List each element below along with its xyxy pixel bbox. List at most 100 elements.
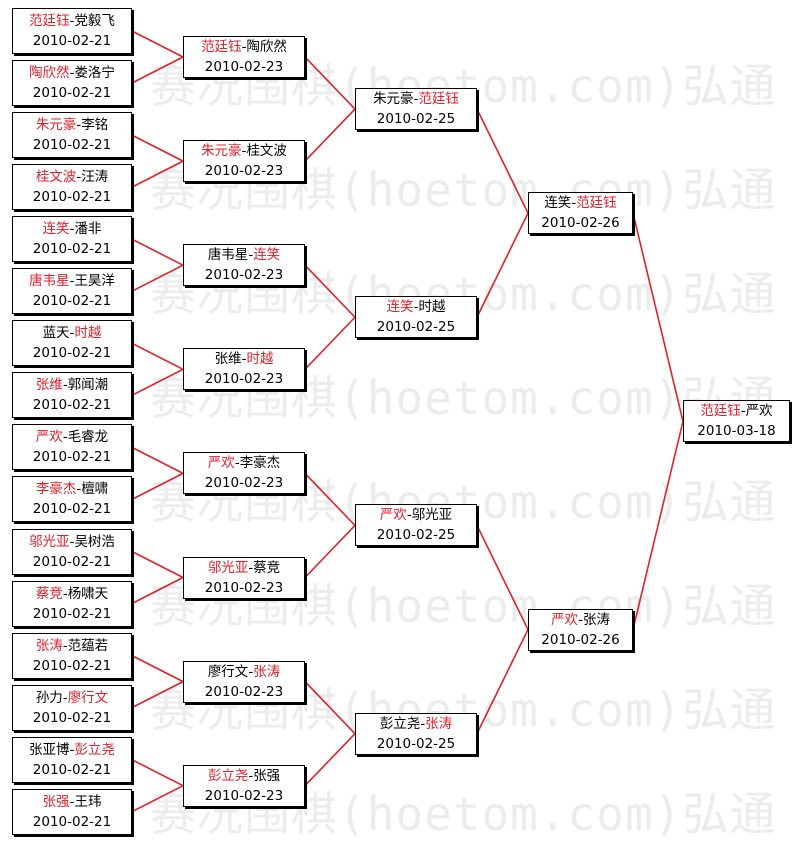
player-name: 汪涛 [81,169,109,186]
match-date: 2010-02-23 [204,59,284,75]
player-name-winner: 桂文波 [35,169,77,186]
player-name-winner: 严欢 [551,611,579,628]
match-players: 严欢-李豪杰 [208,453,280,473]
bracket-connector-line [304,56,356,110]
player-name: 张维 [214,351,242,368]
player-separator: - [62,585,68,602]
round-2-match: 朱元豪-桂文波 2010-02-23 [183,140,305,183]
player-name: 蔡竞 [253,559,281,576]
player-name-winner: 朱元豪 [201,143,242,160]
match-players: 连笑-范廷钰 [544,193,616,213]
player-separator: - [241,143,247,160]
match-date: 2010-02-23 [204,475,284,492]
player-separator: - [69,65,75,81]
player-separator: - [571,195,577,212]
player-name: 张强 [253,767,281,784]
match-players: 严欢-张涛 [551,610,610,630]
player-name: 张涛 [582,611,610,628]
bracket-connector-line [476,525,529,630]
match-date: 2010-02-21 [32,813,112,830]
player-separator: - [406,507,412,524]
match-players: 朱元豪-桂文波 [201,141,287,161]
player-separator: - [241,351,247,368]
player-separator: - [76,117,82,134]
player-name: 李豪杰 [239,455,281,472]
player-separator: - [62,637,68,654]
player-name-winner: 陶欣然 [29,65,70,81]
bracket-connector-line [131,342,184,371]
player-name: 王昊洋 [74,273,115,290]
player-name: 彭立尧 [379,715,421,732]
player-name: 唐韦星 [207,247,249,264]
match-players: 邬光亚-蔡竞 [208,558,280,578]
player-name-winner: 张强 [42,793,70,810]
player-name: 娄洛宁 [74,65,115,81]
bracket-connector-line [476,212,529,318]
player-name: 邬光亚 [411,507,453,524]
player-separator: - [413,91,419,108]
match-players: 张亚博-彭立尧 [29,740,115,760]
match-players: 张涛-范蕴若 [36,636,108,656]
player-name: 潘非 [74,221,102,238]
player-name-winner: 范廷钰 [700,403,741,420]
match-date: 2010-02-23 [204,579,284,596]
bracket-connector-line [632,421,684,630]
match-date: 2010-02-21 [32,553,112,570]
match-date: 2010-02-21 [32,397,112,414]
player-name-winner: 连笑 [386,299,414,316]
player-separator: - [241,39,247,55]
match-date: 2010-02-23 [204,371,284,388]
match-players: 邬光亚-吴树浩 [29,532,115,552]
player-separator: - [234,455,240,472]
match-players: 李豪杰-檀啸 [36,479,108,499]
match-players: 彭立尧-张强 [208,766,280,786]
match-players: 连笑-潘非 [43,219,102,239]
match-players: 唐韦星-连笑 [208,245,280,265]
player-separator: - [413,299,419,316]
player-name: 桂文波 [246,143,287,160]
match-date: 2010-02-21 [32,137,112,154]
player-name: 时越 [418,299,446,316]
bracket-connector-line [304,316,356,370]
match-players: 张强-王玮 [43,792,102,812]
match-date: 2010-02-26 [541,631,620,648]
player-name: 朱元豪 [373,91,414,108]
bracket-connector-line [304,681,356,735]
player-name: 廖行文 [207,663,249,680]
bracket-connector-line [131,446,184,475]
match-players: 张维-时越 [215,349,274,369]
player-name-winner: 张涛 [425,715,453,732]
bracket-connector-line [131,550,184,579]
bracket-connector-line [131,784,184,813]
player-separator: - [62,689,68,706]
bracket-connector-line [476,629,529,735]
player-separator: - [69,273,75,290]
player-separator: - [248,767,254,784]
player-separator: - [420,715,426,732]
match-players: 陶欣然-娄洛宁 [29,63,115,83]
player-separator: - [69,533,75,550]
player-separator: - [62,377,68,394]
player-separator: - [69,221,75,238]
player-separator: - [69,13,75,29]
player-name: 檀啸 [81,481,109,498]
match-date: 2010-02-23 [204,267,284,284]
match-date: 2010-02-23 [204,787,284,804]
match-date: 2010-02-25 [376,319,456,336]
player-separator: - [69,741,75,758]
match-date: 2010-02-21 [32,293,112,310]
match-date: 2010-02-23 [204,163,284,180]
match-players: 范廷钰-党毅飞 [29,11,115,31]
